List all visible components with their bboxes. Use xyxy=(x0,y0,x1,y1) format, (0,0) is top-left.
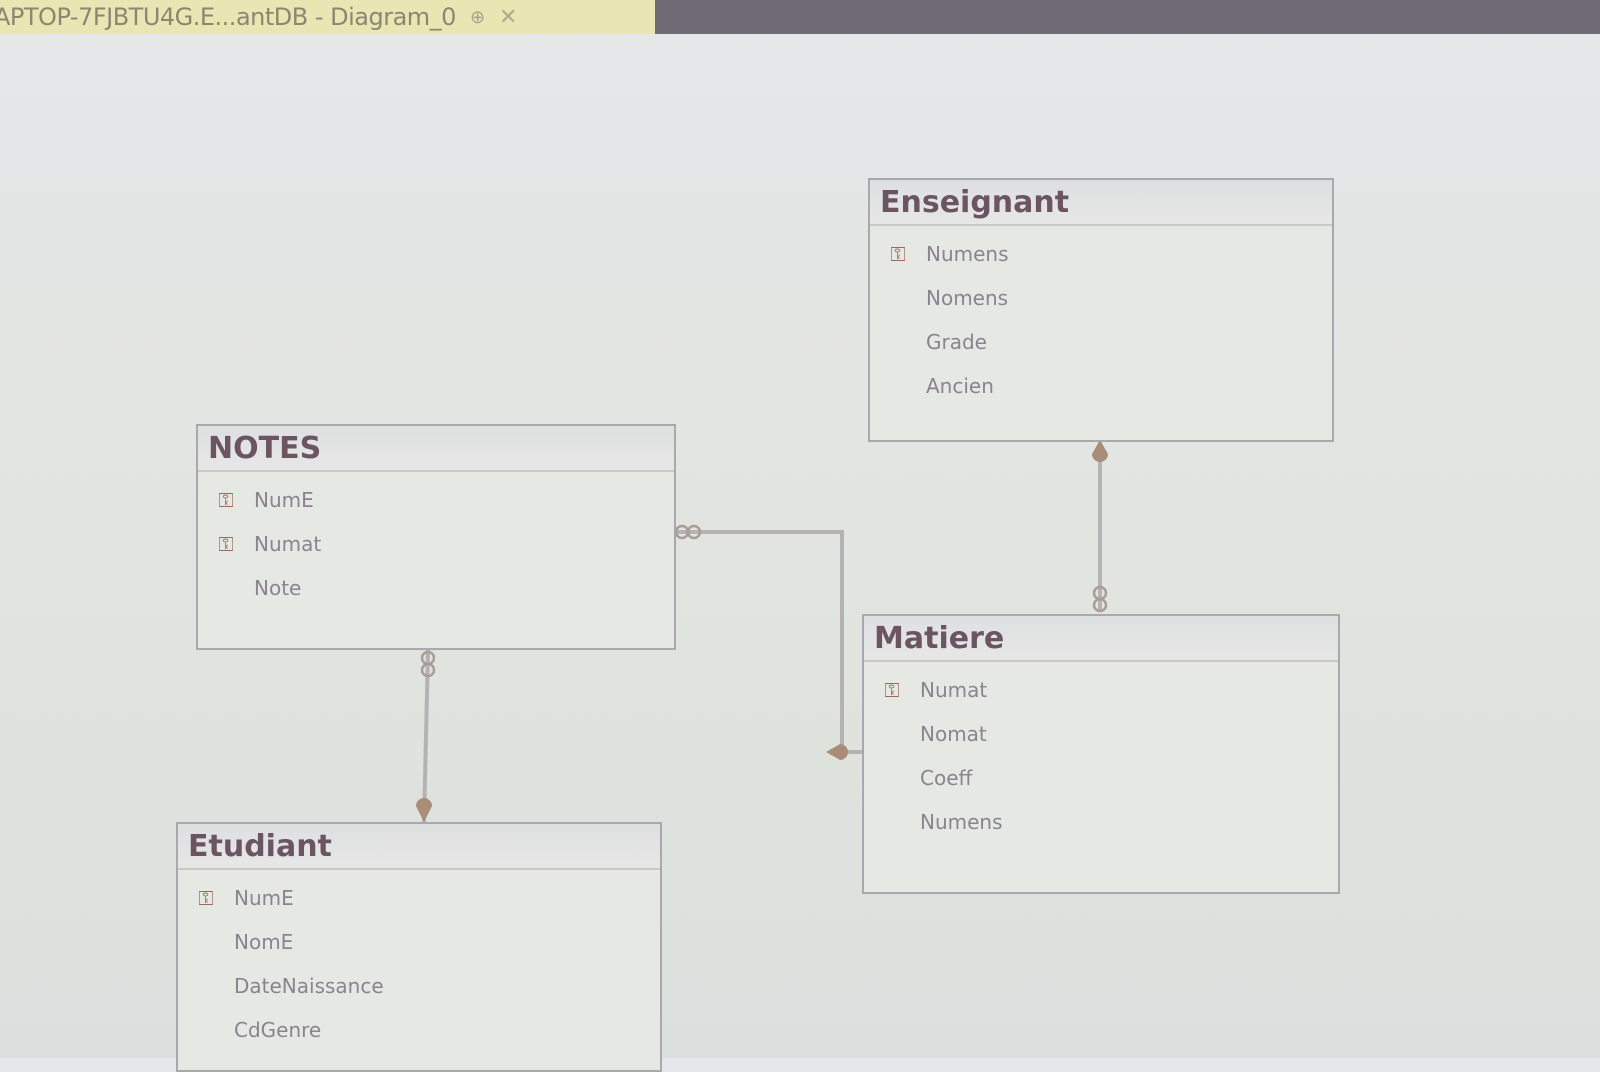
column-name: Numat xyxy=(254,532,322,556)
column-name: Nomat xyxy=(920,722,987,746)
many-end-markers xyxy=(420,524,1108,678)
column-name: Ancien xyxy=(926,374,994,398)
column-row[interactable]: ⚿ NumE xyxy=(198,478,674,522)
table-matiere[interactable]: Matiere ⚿ Numat Nomat Coeff Numens xyxy=(862,614,1340,894)
column-row[interactable]: ⚿ Numat xyxy=(864,668,1338,712)
column-row[interactable]: Nomat xyxy=(864,712,1338,756)
table-title: NOTES xyxy=(198,426,674,472)
table-enseignant[interactable]: Enseignant ⚿ Numens Nomens Grade Ancien xyxy=(868,178,1334,442)
primary-key-icon: ⚿ xyxy=(218,532,234,556)
column-row[interactable]: Ancien xyxy=(870,364,1332,408)
table-notes[interactable]: NOTES ⚿ NumE ⚿ Numat Note xyxy=(196,424,676,650)
column-name: DateNaissance xyxy=(234,974,384,998)
primary-key-icon: ⚿ xyxy=(890,242,906,266)
column-row[interactable]: DateNaissance xyxy=(178,964,660,1008)
column-row[interactable]: ⚿ NumE xyxy=(178,876,660,920)
column-name: Numens xyxy=(920,810,1003,834)
table-title: Etudiant xyxy=(178,824,660,870)
column-name: Nomens xyxy=(926,286,1009,310)
column-row[interactable]: ⚿ Numat xyxy=(198,522,674,566)
primary-key-icon: ⚿ xyxy=(198,886,214,910)
key-end-etudiant xyxy=(416,798,432,822)
table-title: Matiere xyxy=(864,616,1338,662)
key-end-matiere xyxy=(826,744,848,760)
column-row[interactable]: Note xyxy=(198,566,674,610)
table-title: Enseignant xyxy=(870,180,1332,226)
column-row[interactable]: ⚿ Numens xyxy=(870,232,1332,276)
column-name: Coeff xyxy=(920,766,973,790)
column-name: Note xyxy=(254,576,302,600)
column-row[interactable]: Grade xyxy=(870,320,1332,364)
one-end-markers xyxy=(416,440,1108,822)
tab-title: APTOP-7FJBTU4G.E...antDB - Diagram_0 xyxy=(0,3,456,31)
column-name: Grade xyxy=(926,330,987,354)
close-icon[interactable]: ✕ xyxy=(499,4,518,30)
pin-icon[interactable]: ⊕ xyxy=(469,6,486,28)
key-end-enseignant xyxy=(1092,440,1108,462)
column-row[interactable]: NomE xyxy=(178,920,660,964)
column-name: NomE xyxy=(234,930,294,954)
document-tab[interactable]: APTOP-7FJBTU4G.E...antDB - Diagram_0 ⊕ ✕ xyxy=(0,0,655,34)
column-name: Numens xyxy=(926,242,1009,266)
table-etudiant[interactable]: Etudiant ⚿ NumE NomE DateNaissance CdGen… xyxy=(176,822,662,1072)
column-name: NumE xyxy=(254,488,314,512)
column-name: NumE xyxy=(234,886,294,910)
column-row[interactable]: Coeff xyxy=(864,756,1338,800)
column-row[interactable]: CdGenre xyxy=(178,1008,660,1052)
primary-key-icon: ⚿ xyxy=(218,488,234,512)
column-row[interactable]: Numens xyxy=(864,800,1338,844)
column-name: CdGenre xyxy=(234,1018,322,1042)
column-name: Numat xyxy=(920,678,988,702)
primary-key-icon: ⚿ xyxy=(884,678,900,702)
column-row[interactable]: Nomens xyxy=(870,276,1332,320)
